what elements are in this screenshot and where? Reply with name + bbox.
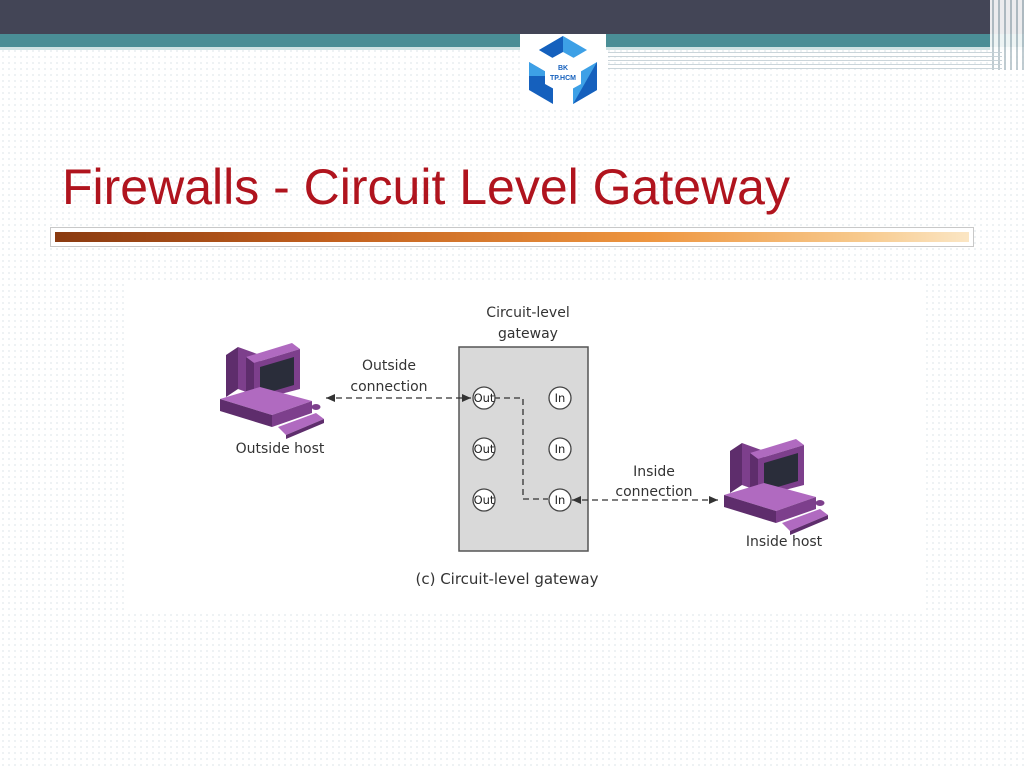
internal-relay-path <box>484 397 548 500</box>
title-underline-bar <box>50 227 974 247</box>
slide-title: Firewalls - Circuit Level Gateway <box>62 159 790 215</box>
out-port-3-label: Out <box>474 493 495 507</box>
outside-host-label: Outside host <box>236 441 325 457</box>
header-lines <box>608 52 1002 70</box>
circuit-level-gateway-diagram: Outside host Inside host Circuit-level g… <box>128 281 922 613</box>
out-port-1 <box>472 386 496 410</box>
outside-connection-label-line1: Outside <box>362 358 416 374</box>
inside-host-computer-icon <box>724 439 828 535</box>
gateway-label-line2: gateway <box>498 326 558 342</box>
title-underline-gradient <box>55 232 969 242</box>
outside-connection-label-line2: connection <box>350 379 427 395</box>
in-port-2-label: In <box>555 442 566 456</box>
in-port-3 <box>548 488 572 512</box>
out-port-2 <box>472 437 496 461</box>
teal-header-band <box>0 34 1024 47</box>
inside-host-label: Inside host <box>746 534 823 550</box>
outside-host-computer-icon <box>220 343 324 439</box>
teal-header-highlight <box>0 47 1024 50</box>
gateway-label-line1: Circuit-level <box>486 305 569 321</box>
top-header-bar <box>0 0 1024 34</box>
diagram-caption: (c) Circuit-level gateway <box>415 570 598 588</box>
in-port-1-label: In <box>555 391 566 405</box>
inside-connection-label-line1: Inside <box>633 464 675 480</box>
out-port-2-label: Out <box>474 442 495 456</box>
inside-connection-label-line2: connection <box>615 484 692 500</box>
logo-line2: TP.HCM <box>550 75 576 82</box>
bk-tphcm-logo: BK TP.HCM <box>527 36 599 106</box>
logo-line1: BK <box>558 65 568 72</box>
out-port-1-label: Out <box>474 391 495 405</box>
in-port-3-label: In <box>555 493 566 507</box>
out-port-3 <box>472 488 496 512</box>
in-port-1 <box>548 386 572 410</box>
in-port-2 <box>548 437 572 461</box>
